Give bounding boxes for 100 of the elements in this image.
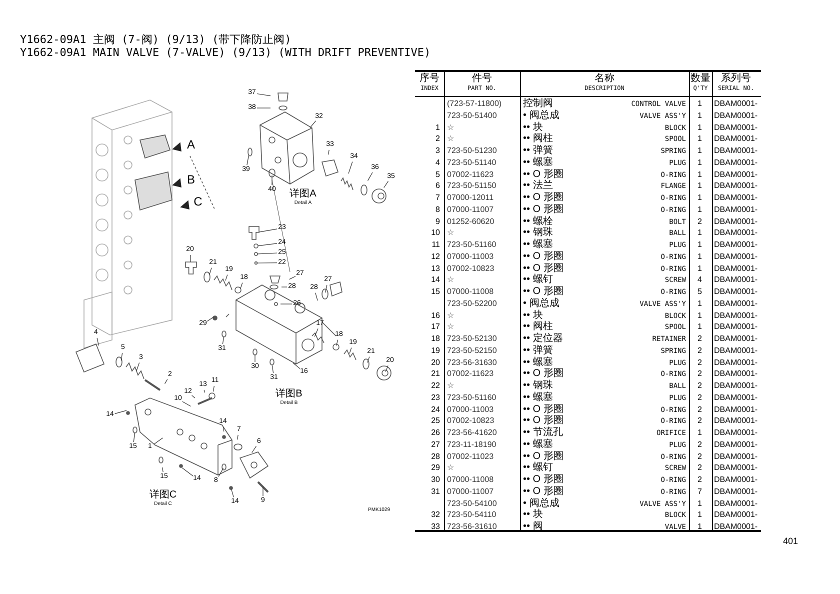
serial-number-cell: DBAM0001-	[714, 344, 758, 356]
leader-line	[256, 262, 278, 264]
part-number-cell: 723-50-52150	[447, 344, 497, 356]
index-cell-text: 1	[434, 122, 440, 132]
serial-number-cell: DBAM0001-	[714, 250, 758, 262]
leader-line	[349, 347, 352, 354]
description-chinese: •• O 形圈	[523, 404, 564, 414]
quantity-cell-text: 1	[696, 122, 702, 132]
detail-title: 详图A	[290, 188, 316, 200]
leader-line	[281, 286, 288, 288]
part-number-cell: 723-50-52130	[447, 333, 497, 344]
quantity-cell-text: 1	[696, 168, 702, 180]
leader-line	[336, 340, 338, 346]
description-chinese: •• 块	[523, 310, 543, 320]
leader-line	[258, 243, 278, 246]
quantity-cell-text: 5	[696, 286, 702, 297]
serial-number-cell: DBAM0001-	[714, 239, 758, 250]
quantity-cell-text: 1	[696, 192, 702, 203]
quantity-cell-text: 2	[696, 474, 702, 485]
part-number-cell: 07000-11007	[447, 486, 494, 497]
quantity-cell-text: 1	[696, 262, 702, 274]
description-chinese: •• O 形圈	[523, 286, 564, 297]
description-chinese: •• O 形圈	[523, 204, 564, 215]
leader-line	[292, 362, 300, 370]
description-chinese: •• 块	[523, 509, 543, 520]
view-letter: C	[194, 196, 202, 208]
leader-line	[231, 489, 234, 498]
leader-line	[182, 401, 191, 407]
serial-number-cell: DBAM0001-	[714, 380, 758, 391]
detail-title: 详图B	[276, 388, 302, 400]
quantity-cell-text: 1	[696, 427, 702, 438]
o-ring-part	[254, 244, 258, 248]
serial-number-cell: DBAM0001-	[714, 274, 758, 286]
index-cell-text: 18	[430, 333, 440, 344]
serial-number-cell: DBAM0001-	[714, 156, 758, 168]
index-cell-text: 3	[434, 145, 440, 156]
leader-line	[325, 284, 328, 293]
description-chinese: •• 螺塞	[523, 356, 553, 368]
quantity-cell-text: 1	[696, 310, 702, 320]
leader-line	[218, 468, 224, 477]
index-cell-text: 30	[430, 474, 440, 485]
column-header: 数量	[690, 73, 710, 84]
serial-number-cell: DBAM0001-	[714, 227, 758, 238]
quantity-cell-text: 1	[696, 204, 702, 215]
description-chinese: •• 节流孔	[523, 427, 563, 438]
view-letter: A	[187, 138, 195, 152]
index-cell-text: 26	[430, 427, 440, 438]
serial-number-cell: DBAM0001-	[714, 321, 758, 332]
part-number-cell: 07000-11007	[447, 204, 494, 215]
part-number-cell: 07002-10823	[447, 262, 494, 274]
description-chinese: • 阀总成	[523, 110, 560, 121]
index-cell-text: 6	[434, 180, 440, 192]
part-number-cell: 07000-12011	[447, 192, 494, 203]
leader-line	[222, 336, 224, 344]
leader-line	[315, 292, 318, 301]
part-number-cell: 723-50-51160	[447, 239, 496, 250]
part-number-cell: 723-50-51140	[447, 156, 496, 168]
index-cell-text: 9	[434, 216, 440, 226]
leader-line	[385, 365, 388, 372]
serial-number-cell: DBAM0001-	[714, 498, 758, 508]
leader-line	[252, 446, 257, 454]
serial-number-cell: DBAM0001-	[714, 98, 758, 109]
index-cell-text: 2	[434, 133, 440, 144]
quantity-cell-text: 2	[696, 356, 702, 368]
serial-number-cell: DBAM0001-	[714, 415, 758, 426]
quantity-cell-text: 2	[696, 392, 702, 403]
leader-line	[120, 352, 123, 361]
index-cell-text: 7	[434, 192, 440, 203]
part-number-cell: 07002-11023	[447, 450, 494, 462]
description-chinese: •• 螺塞	[523, 392, 553, 403]
description-chinese: •• O 形圈	[523, 415, 564, 426]
leader-line	[258, 228, 278, 232]
leader-line	[314, 328, 318, 337]
part-number-cell: ☆	[447, 274, 454, 286]
part-number-cell: 07002-11623	[447, 168, 494, 180]
serial-number-cell: DBAM0001-	[714, 310, 758, 320]
serial-number-cell: DBAM0001-	[714, 474, 758, 485]
quantity-cell-text: 1	[696, 110, 702, 121]
index-cell-text: 28	[430, 450, 440, 462]
serial-number-cell: DBAM0001-	[714, 180, 758, 192]
description-chinese: •• 螺钉	[523, 462, 553, 474]
quantity-cell-text: 2	[696, 344, 702, 356]
quantity-cell-text: 2	[696, 404, 702, 414]
description-chinese: •• 螺钉	[523, 274, 553, 286]
column-header: 序号	[420, 73, 440, 84]
quantity-cell-text: 1	[696, 321, 702, 332]
index-cell-text: 20	[430, 356, 440, 368]
quantity-cell-text: 2	[696, 450, 702, 462]
leader-line	[133, 432, 136, 442]
description-chinese: •• 螺塞	[523, 438, 553, 450]
part-number-cell: 07000-11008	[447, 286, 494, 297]
leader-line	[212, 386, 214, 392]
index-cell-text: 5	[434, 168, 440, 180]
quantity-cell-text: 1	[696, 227, 702, 238]
column-header: 件号	[472, 73, 492, 84]
leader-line	[206, 316, 214, 322]
serial-number-cell: DBAM0001-	[714, 122, 758, 132]
leader-line	[257, 252, 278, 254]
quantity-cell-text: 1	[696, 98, 702, 109]
part-number-cell: 723-50-52200	[447, 298, 497, 309]
